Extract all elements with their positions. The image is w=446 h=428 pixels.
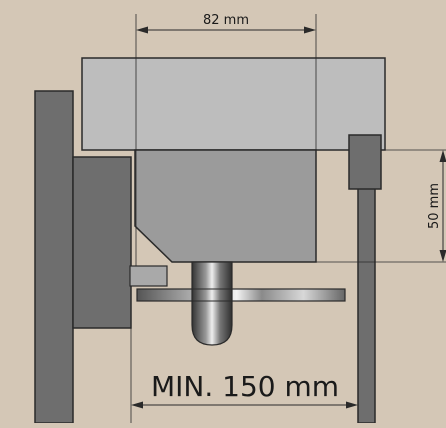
dimension-label-top: 82 mm xyxy=(203,13,249,28)
right-sensor-cap xyxy=(349,135,381,189)
right-post xyxy=(358,181,375,423)
arrow-head xyxy=(136,27,148,34)
arrow-head xyxy=(440,150,446,162)
arrow-head xyxy=(440,250,446,262)
bracket-block xyxy=(130,266,167,286)
disc xyxy=(137,289,345,301)
arrow-head xyxy=(131,402,143,409)
mounting-plate xyxy=(73,157,131,328)
dimension-label-bottom: MIN. 150 mm xyxy=(151,370,339,403)
left-post xyxy=(35,91,73,423)
upper-housing xyxy=(82,58,385,150)
dimension-label-right: 50 mm xyxy=(427,183,442,229)
lower-body xyxy=(135,150,316,262)
arrow-head xyxy=(346,402,358,409)
arrow-head xyxy=(304,27,316,34)
shaft xyxy=(192,262,232,345)
